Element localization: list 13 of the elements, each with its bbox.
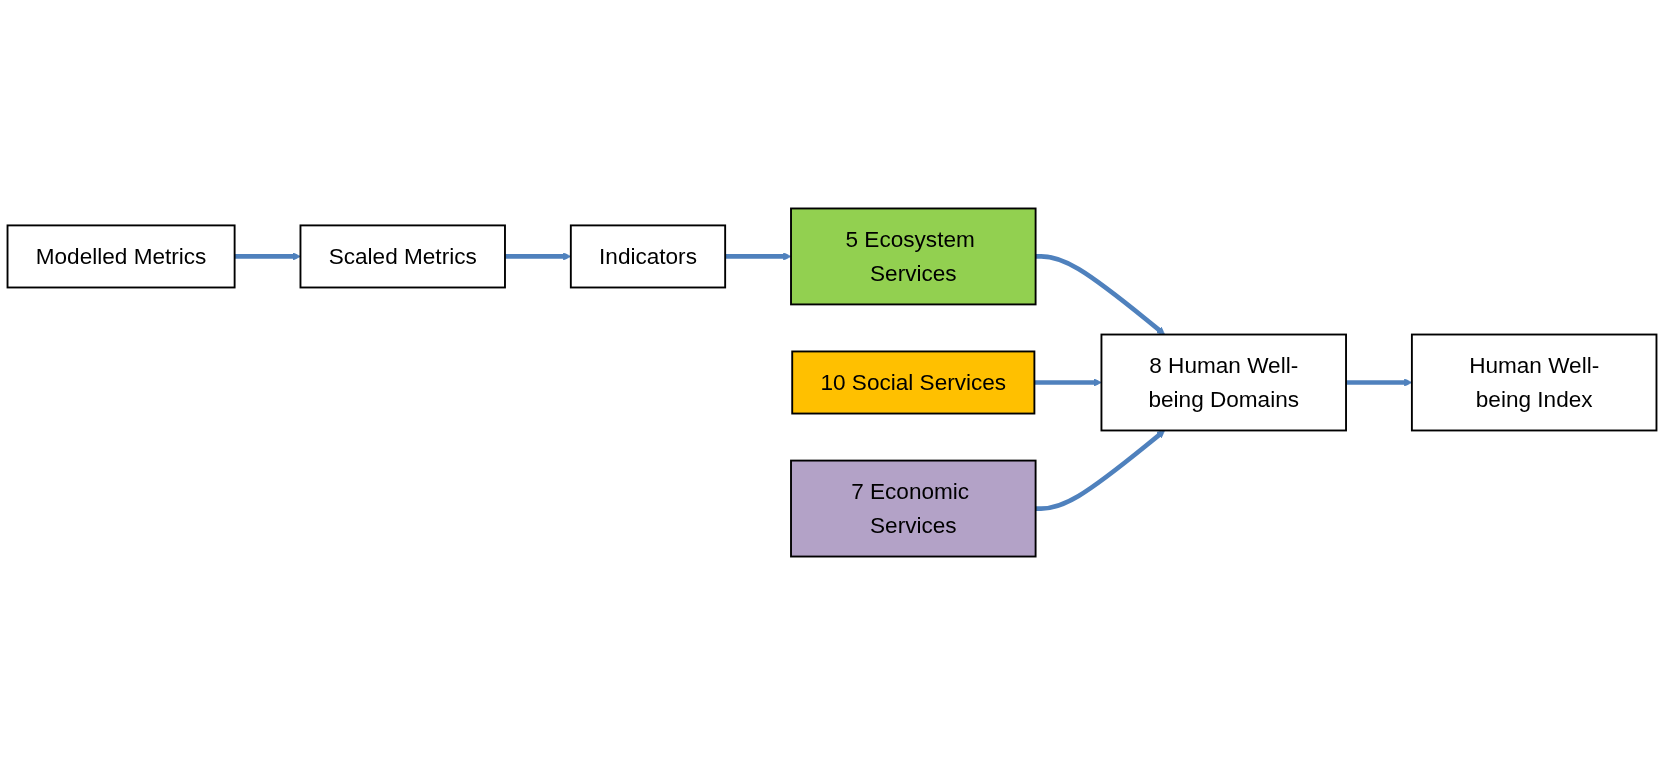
node-box: 5 Ecosystem Services xyxy=(790,207,1037,306)
arrow xyxy=(725,252,792,261)
node-box: Indicators xyxy=(569,224,727,289)
node-box: 8 Human Well-being Domains xyxy=(1100,333,1347,432)
node-box: Modelled Metrics xyxy=(6,224,236,289)
node-box: 7 Economic Services xyxy=(790,459,1037,558)
node-box: Scaled Metrics xyxy=(299,224,506,289)
node-box: 10 Social Services xyxy=(791,350,1036,415)
arrow xyxy=(234,252,301,261)
node-box: Human Well-being Index xyxy=(1410,333,1658,432)
arrow xyxy=(1035,254,1166,335)
arrow xyxy=(1035,430,1166,511)
arrow xyxy=(1034,378,1102,387)
